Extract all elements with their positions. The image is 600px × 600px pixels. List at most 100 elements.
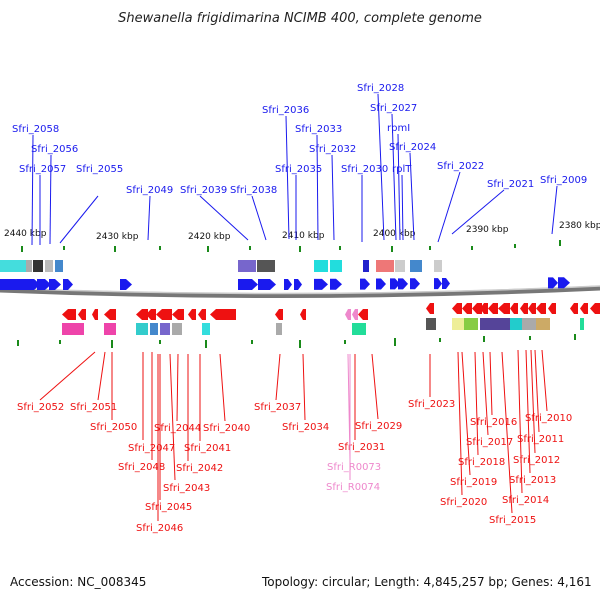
gene-label-sfri-2030: Sfri_2030 [341,164,388,175]
gene-label-sfri-2041: Sfri_2041 [184,443,231,454]
kbp-label-2420: 2420 kbp [188,232,231,242]
gene-label-sfri-2031: Sfri_2031 [338,442,385,453]
topology-text: Topology: circular; Length: 4,845,257 bp… [261,575,592,589]
cog-box-bottom [536,318,550,330]
reverse-gene-arrow [536,303,546,314]
reverse-gene-arrow [498,303,510,314]
forward-gene-arrow [548,277,558,289]
forward-gene-arrow [120,279,132,290]
forward-gene-arrow [434,278,442,290]
gene-label-sfri-2035: Sfri_2035 [275,164,322,175]
cog-box-top [0,260,26,272]
gene-label-sfri-2027: Sfri_2027 [370,103,417,114]
cog-box-bottom [172,323,182,335]
reverse-gene-arrow [480,303,488,314]
forward-gene-arrow [558,277,570,289]
forward-gene-arrow [376,278,386,290]
gene-label-sfri-2052: Sfri_2052 [17,402,64,413]
gene-label-sfri-2032: Sfri_2032 [309,144,356,155]
cog-box-top [45,260,53,272]
gene-label-sfri-2010: Sfri_2010 [525,413,572,424]
reverse-gene-arrow [580,303,588,314]
kbp-label-2430: 2430 kbp [96,232,139,242]
cog-box-bottom [160,323,170,335]
forward-gene-arrow [390,278,400,290]
gene-label-sfri-2020: Sfri_2020 [440,497,487,508]
reverse-gene-arrow [198,309,206,320]
bottom-leader-lines [39,349,548,521]
forward-gene-arrow [314,278,328,290]
kbp-label-2440: 2440 kbp [4,229,47,239]
kbp-label-2400: 2400 kbp [373,229,416,239]
gene-label-sfri-2044: Sfri_2044 [154,423,201,434]
forward-gene-arrow [284,279,292,290]
gene-label-sfri-2042: Sfri_2042 [176,463,223,474]
cog-box-top [330,260,342,272]
gene-label-sfri-2049: Sfri_2049 [126,185,173,196]
cog-box-top [33,260,43,272]
gene-label-sfri-2017: Sfri_2017 [466,437,513,448]
cog-box-top [55,260,63,272]
cog-box-top [26,260,32,272]
forward-gene-arrow [442,278,450,290]
gene-label-sfri-2013: Sfri_2013 [509,475,556,486]
reverse-gene-arrow [352,309,358,320]
gene-label-sfri-2055: Sfri_2055 [76,164,123,175]
forward-gene-arrow [238,279,258,290]
forward-gene-arrow [37,279,51,290]
gene-label-rplt: rplT [392,164,412,175]
kbp-minor-ticks [17,240,576,348]
gene-label-sfri-2038: Sfri_2038 [230,185,277,196]
top-leader-lines [31,93,558,246]
forward-gene-arrow [360,278,370,290]
reverse-gene-arrow [300,309,306,320]
reverse-gene-arrow [62,309,76,320]
reverse-gene-arrow [590,303,600,314]
gene-label-sfri-2034: Sfri_2034 [282,422,329,433]
gene-label-sfri-2018: Sfri_2018 [458,457,505,468]
forward-gene-arrow [63,279,73,290]
cog-box-bottom [464,318,478,330]
gene-label-sfri-2057: Sfri_2057 [19,164,66,175]
gene-label-sfri-2022: Sfri_2022 [437,161,484,172]
forward-gene-arrow [330,278,342,290]
forward-gene-arrow [294,279,302,290]
cog-box-bottom [202,323,210,335]
gene-label-sfri-2023: Sfri_2023 [408,399,455,410]
gene-label-sfri-2040: Sfri_2040 [203,423,250,434]
reverse-gene-arrow [570,303,578,314]
reverse-gene-arrow [462,303,472,314]
reverse-gene-arrow [510,303,518,314]
gene-label-sfri-2016: Sfri_2016 [470,417,517,428]
reverse-gene-arrow [92,309,98,320]
gene-label-sfri-2029: Sfri_2029 [355,421,402,432]
gene-label-rpmi: rpmI [387,123,410,134]
reverse-gene-arrow [452,303,462,314]
cog-color-boxes [0,260,584,335]
gene-label-sfri-2046: Sfri_2046 [136,523,183,534]
gene-label-sfri-2014: Sfri_2014 [502,495,549,506]
cog-box-bottom [480,318,510,330]
cog-box-bottom [352,323,366,335]
cog-box-bottom [510,318,522,330]
gene-label-sfri-r0074: Sfri_R0074 [326,482,380,493]
reverse-gene-arrow [528,303,536,314]
gene-label-sfri-2024: Sfri_2024 [389,142,436,153]
gene-label-sfri-2028: Sfri_2028 [357,83,404,94]
cog-box-bottom [104,323,116,335]
gene-label-sfri-2051: Sfri_2051 [70,402,117,413]
gene-label-sfri-2019: Sfri_2019 [450,477,497,488]
cog-box-top [376,260,394,272]
cog-box-top [238,260,256,272]
cog-box-top [434,260,442,272]
cog-box-top [314,260,328,272]
gene-label-sfri-2012: Sfri_2012 [513,455,560,466]
kbp-label-2410: 2410 kbp [282,231,325,241]
cog-box-bottom [426,318,436,330]
cog-box-bottom [62,323,84,335]
gene-label-sfri-2015: Sfri_2015 [489,515,536,526]
gene-label-sfri-2043: Sfri_2043 [163,483,210,494]
cog-box-top [395,260,405,272]
reverse-gene-arrow [426,303,434,314]
